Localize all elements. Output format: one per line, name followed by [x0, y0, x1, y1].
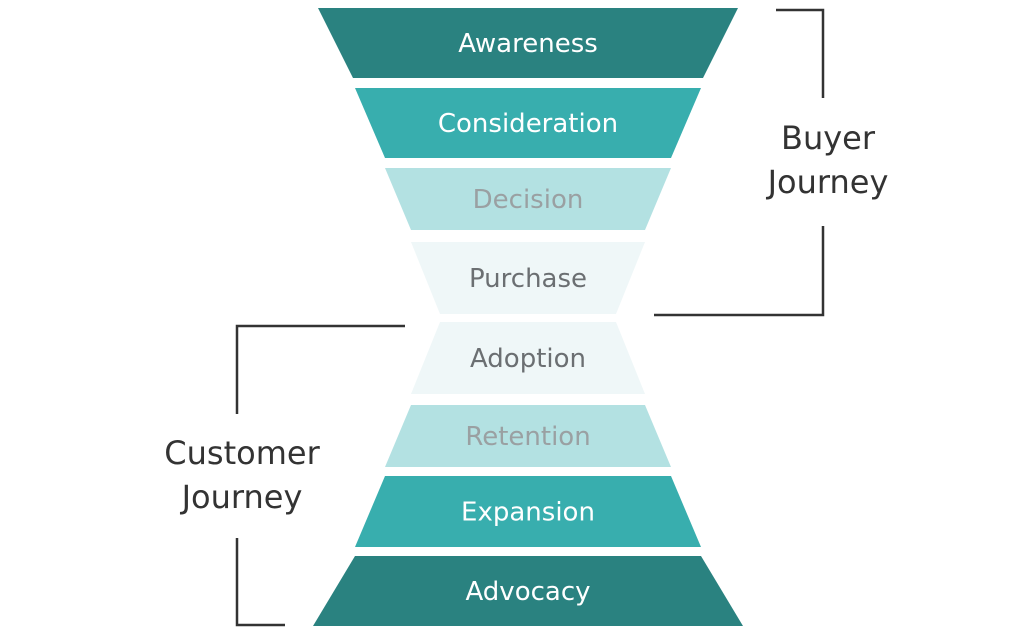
buyer-journey-label-line1: Buyer [781, 119, 876, 157]
customer-journey-label-line1: Customer [164, 434, 320, 472]
stage-retention-label: Retention [465, 422, 590, 452]
stage-expansion-shape [355, 476, 701, 547]
stage-retention-shape [385, 405, 671, 467]
customer-journey-bracket-top [235, 324, 405, 414]
stage-expansion-label: Expansion [461, 498, 595, 528]
buyer-journey-label-line2: Journey [766, 163, 889, 201]
stage-adoption-label: Adoption [470, 344, 586, 374]
stage-consideration-shape [355, 88, 701, 158]
stage-consideration-label: Consideration [438, 109, 618, 139]
stage-advocacy-shape [313, 556, 743, 626]
stage-purchase-shape [411, 242, 645, 314]
stage-decision-shape [385, 168, 671, 230]
customer-journey-label-line2: Journey [180, 478, 303, 516]
stage-decision-label: Decision [473, 185, 584, 215]
stage-stack: AwarenessConsiderationDecisionPurchaseAd… [313, 8, 743, 626]
stage-awareness-label: Awareness [458, 29, 598, 59]
stage-awareness-shape [318, 8, 738, 78]
stage-advocacy-label: Advocacy [465, 577, 590, 607]
buyer-journey-bracket-bottom [654, 226, 825, 317]
customer-journey-bracket-bottom [235, 538, 285, 627]
stage-adoption-shape [411, 322, 645, 394]
stage-purchase-label: Purchase [469, 264, 587, 294]
buyer-journey-bracket-top [776, 8, 825, 98]
